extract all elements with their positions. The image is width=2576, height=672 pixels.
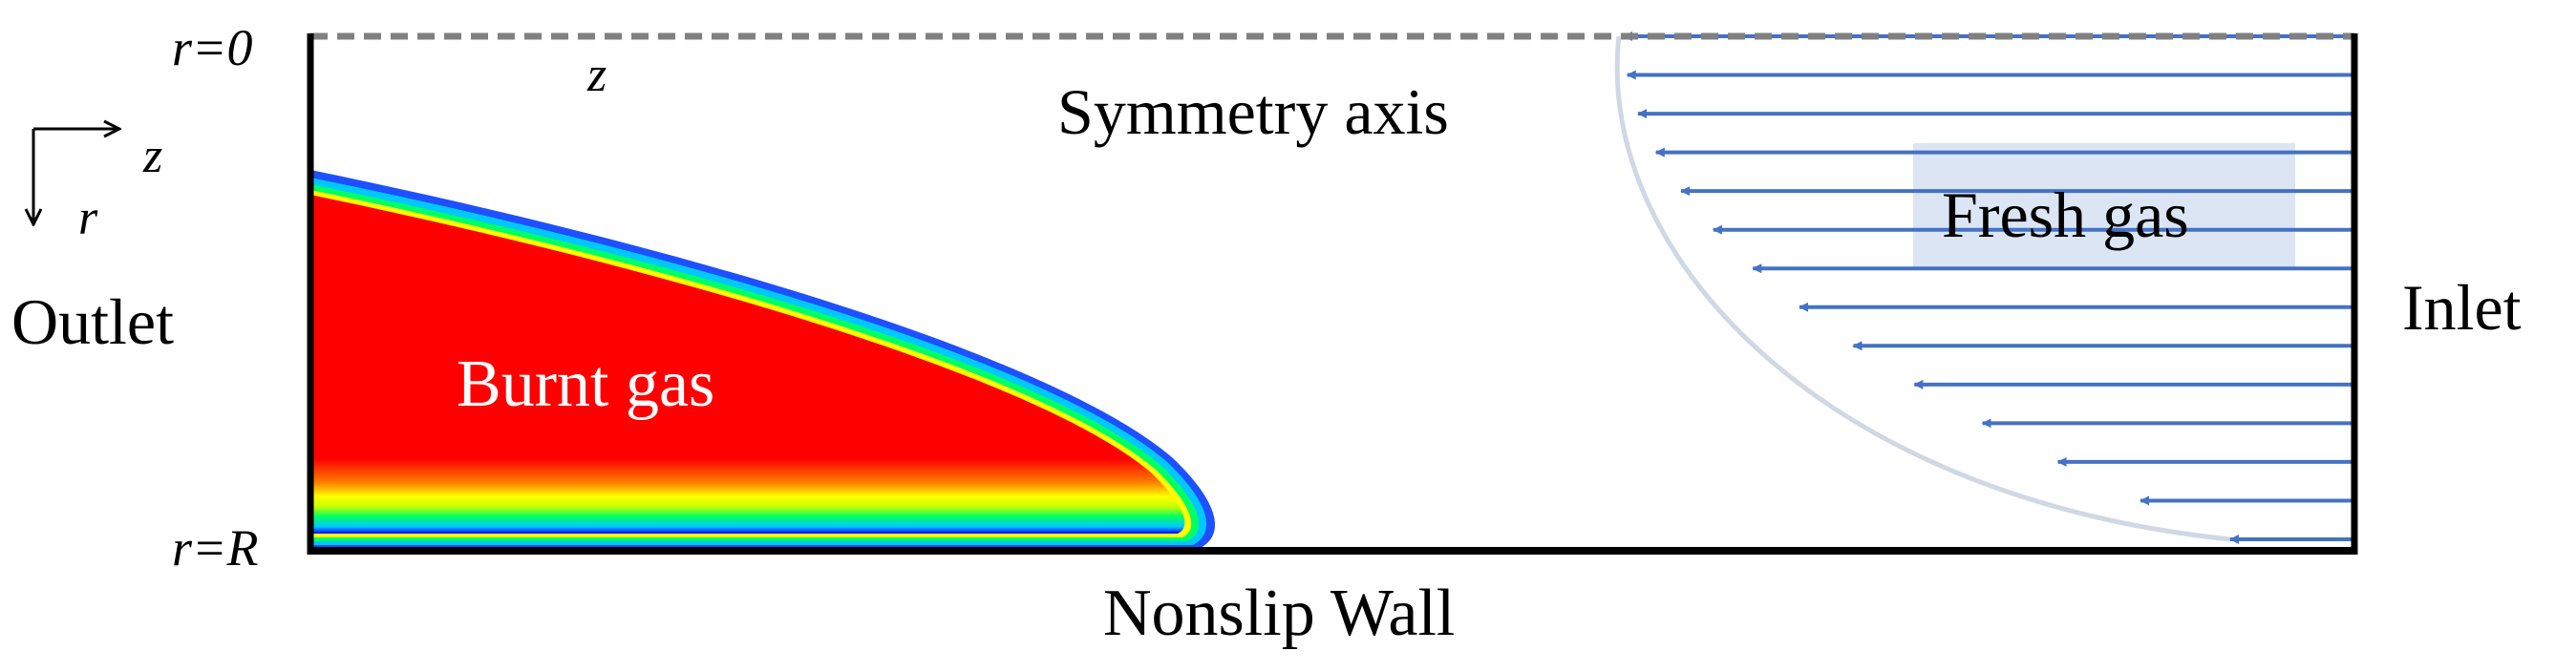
outlet-label: Outlet: [11, 285, 174, 358]
fresh-gas-box: [1913, 143, 2295, 269]
velocity-profile-curve: [1614, 35, 2231, 542]
nonslip-wall-label: Nonslip Wall: [1103, 577, 1455, 650]
symmetry-axis-label: Symmetry axis: [1057, 75, 1449, 148]
velocity-arrows: [1623, 32, 2352, 544]
r-R-label: r=R: [172, 519, 258, 577]
r-zero-label: r=0: [172, 19, 252, 76]
coord-r-label: r: [78, 191, 98, 245]
inlet-label: Inlet: [2402, 271, 2522, 344]
flame-core: [310, 195, 1185, 534]
z-top-label: z: [586, 48, 607, 102]
coord-z-label: z: [142, 129, 162, 183]
burnt-gas-label: Burnt gas: [457, 347, 714, 421]
burnt-gas-flame: [310, 170, 1216, 549]
fresh-gas-label: Fresh gas: [1942, 178, 2189, 251]
coordinate-axes: z r: [33, 129, 162, 245]
